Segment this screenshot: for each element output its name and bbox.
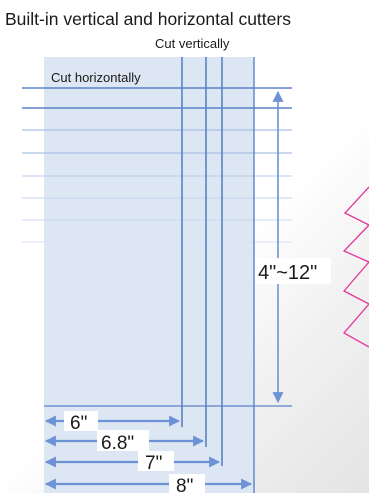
width-label-6: 6" (70, 413, 87, 434)
width-label-backing (169, 474, 205, 493)
width-label-6-8: 6.8" (101, 433, 134, 454)
cut-vertically-label: Cut vertically (155, 36, 230, 51)
length-range-label: 4"~12" (258, 262, 317, 284)
width-label-backing (97, 430, 149, 451)
zigzag-decoration (342, 186, 369, 348)
diagram-title: Built-in vertical and horizontal cutters (5, 9, 291, 29)
horizontal-cut-lines (22, 87, 292, 407)
cut-horizontally-label: Cut horizontally (51, 70, 141, 85)
width-label-7: 7" (145, 453, 162, 474)
width-label-8: 8" (176, 476, 193, 493)
width-label-backing (138, 451, 174, 471)
width-label-backing (64, 411, 98, 431)
length-label-backing (255, 258, 331, 284)
vertical-cut-lines (181, 57, 255, 493)
width-dimensions: 6" 6.8" 7" 8" (44, 411, 253, 493)
